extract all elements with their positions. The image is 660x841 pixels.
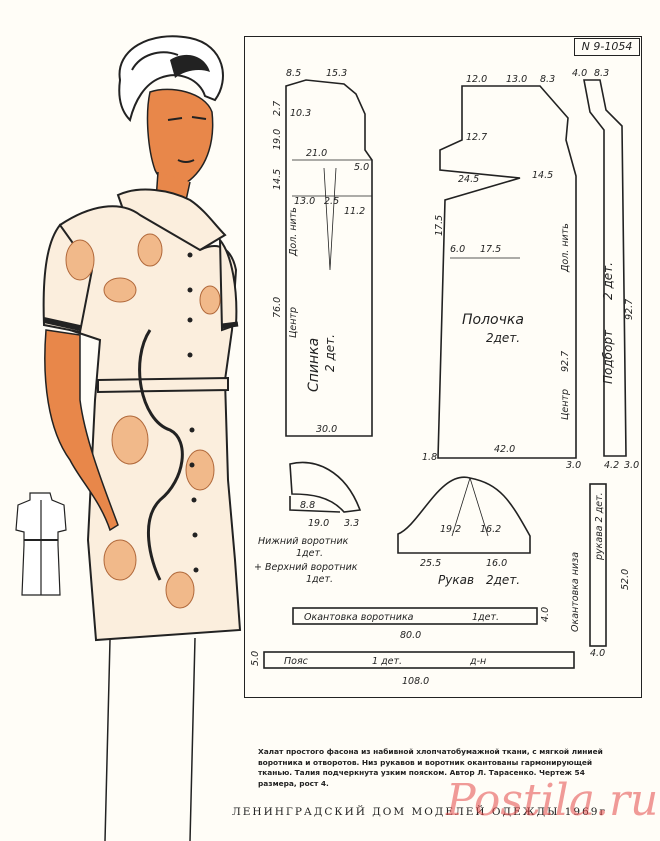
sleeve-name: Рукав [438,573,474,587]
facing-dim: 4.2 [604,460,619,471]
belt-strip [263,651,575,669]
back-name: Спинка [306,338,322,392]
sleeve-dim: 19.2 [440,524,461,535]
back-dim: 5.0 [354,162,369,173]
front-grain: Дол. нить [560,223,571,273]
belt-grain: д-н [469,656,486,667]
back-dim: 10.3 [290,108,311,119]
front-dim: 6.0 [450,244,465,255]
back-dim: 19.0 [272,129,283,150]
sleeve-dim: 16.0 [486,558,507,569]
back-dim: 8.5 [286,68,301,79]
front-dim: 17.5 [480,244,501,255]
collar-count1: 1дет. [296,548,323,559]
back-dim: 2.7 [272,101,283,116]
back-dim: 30.0 [316,424,337,435]
back-dim: 15.3 [326,68,347,79]
sleeve-dim: 16.2 [480,524,501,535]
front-dim: 24.5 [458,174,479,185]
sleeve-count: 2дет. [486,573,520,587]
facing-dim: 92.7 [624,299,635,320]
collar-dim: 3.3 [344,518,359,529]
sleeve-piece-outline [397,476,531,554]
caption-text: Халат простого фасона из набивной хлопча… [258,747,603,788]
front-dim: 17.5 [434,215,445,236]
collar-binding-count: 1дет. [472,612,499,623]
front-dim: 12.7 [466,132,487,143]
hem-binding-strip [589,483,607,647]
collar-binding-strip [292,607,538,625]
back-center: Центр [288,307,299,338]
front-count: 2дет. [486,331,520,345]
flat-sketch [15,492,67,596]
front-dim: 92.7 [560,351,571,372]
front-dim: 42.0 [494,444,515,455]
collar-binding-length: 80.0 [400,630,421,641]
collar-dim: 19.0 [308,518,329,529]
front-center: Центр [560,389,571,420]
back-dim: 14.5 [272,169,283,190]
back-dim: 13.0 [294,196,315,207]
pattern-drawing: Спинка 2 дет. Дол. нить Центр 8.5 15.3 1… [250,68,639,687]
hem-binding-count: рукава 2 дет. [594,492,605,561]
back-count: 2 дет. [323,334,337,372]
hem-binding-length: 52.0 [620,569,631,590]
back-dim: 21.0 [306,148,327,159]
belt-count: 1 дет. [372,656,402,667]
collar-dim: 8.8 [300,500,315,511]
front-dim: 14.5 [532,170,553,181]
back-piece-outline [285,79,373,437]
back-grain: Дол. нить [288,207,299,257]
collar-binding-width: 4.0 [540,607,551,622]
collar-count2: 1дет. [306,574,333,585]
front-dim: 3.0 [566,460,581,471]
watermark-logo: Postila.ru [446,775,659,826]
sleeve-dim: 25.5 [420,558,441,569]
model-number: N 9-1054 [574,38,640,56]
front-dim: 8.3 [540,74,555,85]
facing-dim: 8.3 [594,68,609,79]
front-dim: 13.0 [506,74,527,85]
facing-name: Подборт [601,329,615,384]
hem-binding-name: Окантовка низа [570,552,581,632]
back-dim: 76.0 [272,297,283,318]
facing-dim: 3.0 [624,460,639,471]
collar-piece-outline [289,461,362,513]
front-dim: 1.8 [422,452,437,463]
belt-name: Пояс [284,656,309,667]
front-name: Полочка [462,312,524,328]
back-dim: 11.2 [344,206,365,217]
belt-width: 5.0 [250,651,261,666]
footer-text: ЛЕНИНГРАДСКИЙ ДОМ МОДЕЛЕЙ ОДЕЖДЫ 1969г [232,806,607,818]
collar-name1: Нижний воротник [258,536,349,547]
collar-name2: + Верхний воротник [254,562,358,573]
belt-length: 108.0 [402,676,429,687]
back-dim: 2.5 [324,196,339,207]
fashion-illustration [15,35,242,841]
front-piece-outline [437,85,577,459]
pattern-frame [244,36,642,698]
facing-piece-outline [583,79,627,457]
facing-dim: 4.0 [572,68,587,79]
collar-binding-name: Окантовка воротника [304,612,414,623]
hem-binding-width: 4.0 [590,648,605,659]
front-dim: 12.0 [466,74,487,85]
facing-count: 2 дет. [601,262,615,300]
